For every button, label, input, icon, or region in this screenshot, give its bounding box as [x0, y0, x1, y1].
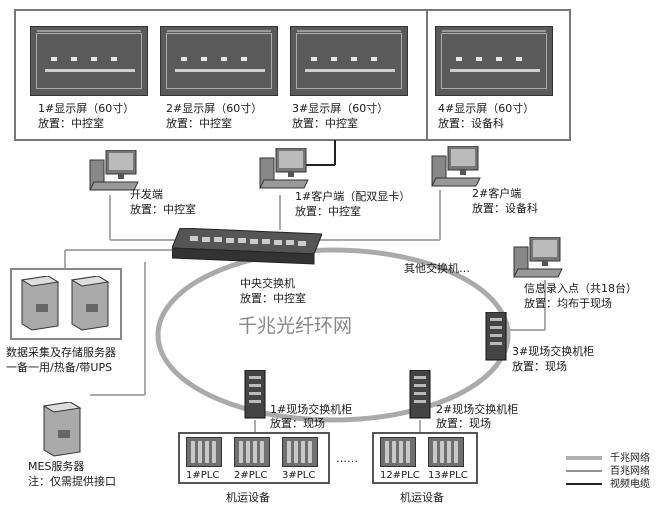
legend-label-video: 视频电缆 — [610, 479, 650, 490]
data-server-group — [10, 268, 122, 340]
data-server-note: 一备一用/热备/带UPS — [6, 361, 113, 374]
display-screen-2 — [160, 26, 278, 96]
plc-2-icon — [234, 437, 270, 467]
client-2-title: 2#客户端 — [472, 187, 522, 200]
ring-label: 千兆光纤环网 — [238, 315, 353, 337]
display-screen-1 — [30, 26, 148, 96]
screen-2-place: 放置：中控室 — [166, 117, 232, 130]
screens-frame — [14, 9, 571, 141]
plc-1-icon — [186, 437, 222, 467]
screen-3-place: 放置：中控室 — [292, 117, 358, 130]
data-server-title: 数据采集及存储服务器 — [6, 346, 116, 359]
field-switch-1-title: 1#现场交换机柜 — [270, 403, 353, 416]
legend-label-100m: 百兆网络 — [610, 466, 650, 477]
plc-group-2-caption: 机运设备 — [400, 491, 444, 504]
mes-server-icon — [42, 402, 82, 457]
info-entry-pc-icon — [513, 237, 563, 278]
server-icon-backup — [70, 276, 110, 331]
plc-3-label: 3#PLC — [282, 470, 316, 481]
screen-1-place: 放置：中控室 — [38, 117, 104, 130]
client-1-pc-icon — [259, 148, 309, 189]
mes-server-title: MES服务器 — [28, 460, 85, 473]
dev-pc-icon — [89, 150, 139, 191]
central-switch-icon — [172, 228, 322, 265]
display-screen-4 — [435, 26, 553, 96]
screen-1-title: 1#显示屏（60寸） — [38, 102, 135, 115]
gigabit-ring — [155, 247, 511, 423]
server-icon-primary — [20, 276, 60, 331]
screen-2-title: 2#显示屏（60寸） — [166, 102, 263, 115]
field-switch-3-title: 3#现场交换机柜 — [512, 345, 595, 358]
client-1-place: 放置：中控室 — [295, 205, 361, 218]
field-switch-2-title: 2#现场交换机柜 — [436, 403, 519, 416]
plc-12-icon — [380, 437, 416, 467]
client-1-title: 1#客户端（配双显卡） — [295, 190, 411, 203]
display-screen-3 — [290, 26, 408, 96]
plc-1-label: 1#PLC — [186, 470, 220, 481]
other-switch-label: 其他交换机… — [404, 262, 470, 275]
info-entry-place: 放置：均布于现场 — [524, 297, 612, 310]
screen-3-title: 3#显示屏（60寸） — [292, 102, 389, 115]
plc-ellipsis: …… — [336, 452, 358, 465]
plc-2-label: 2#PLC — [234, 470, 268, 481]
central-switch-place: 放置：中控室 — [240, 292, 306, 305]
plc-13-icon — [428, 437, 464, 467]
plc-13-label: 13#PLC — [428, 470, 468, 481]
field-switch-1-place: 放置：现场 — [270, 417, 325, 430]
legend-label-gigabit: 千兆网络 — [610, 453, 650, 464]
client-2-place: 放置：设备科 — [472, 202, 538, 215]
plc-group-1-caption: 机运设备 — [226, 491, 270, 504]
field-switch-1-icon — [244, 370, 266, 419]
central-switch-title: 中央交换机 — [240, 277, 295, 290]
field-switch-2-place: 放置：现场 — [436, 417, 491, 430]
plc-3-icon — [282, 437, 318, 467]
dev-place: 放置：中控室 — [130, 203, 196, 216]
field-switch-2-icon — [409, 370, 431, 419]
field-switch-3-icon — [485, 312, 507, 361]
dev-title: 开发端 — [130, 188, 163, 201]
info-entry-title: 信息录入点（共18台） — [524, 282, 637, 295]
field-switch-3-place: 放置：现场 — [512, 360, 567, 373]
screen-4-place: 放置：设备科 — [438, 117, 504, 130]
mes-server-note: 注：仅需提供接口 — [28, 475, 116, 488]
plc-12-label: 12#PLC — [380, 470, 420, 481]
screen-4-title: 4#显示屏（60寸） — [438, 102, 535, 115]
client-2-pc-icon — [431, 146, 481, 187]
